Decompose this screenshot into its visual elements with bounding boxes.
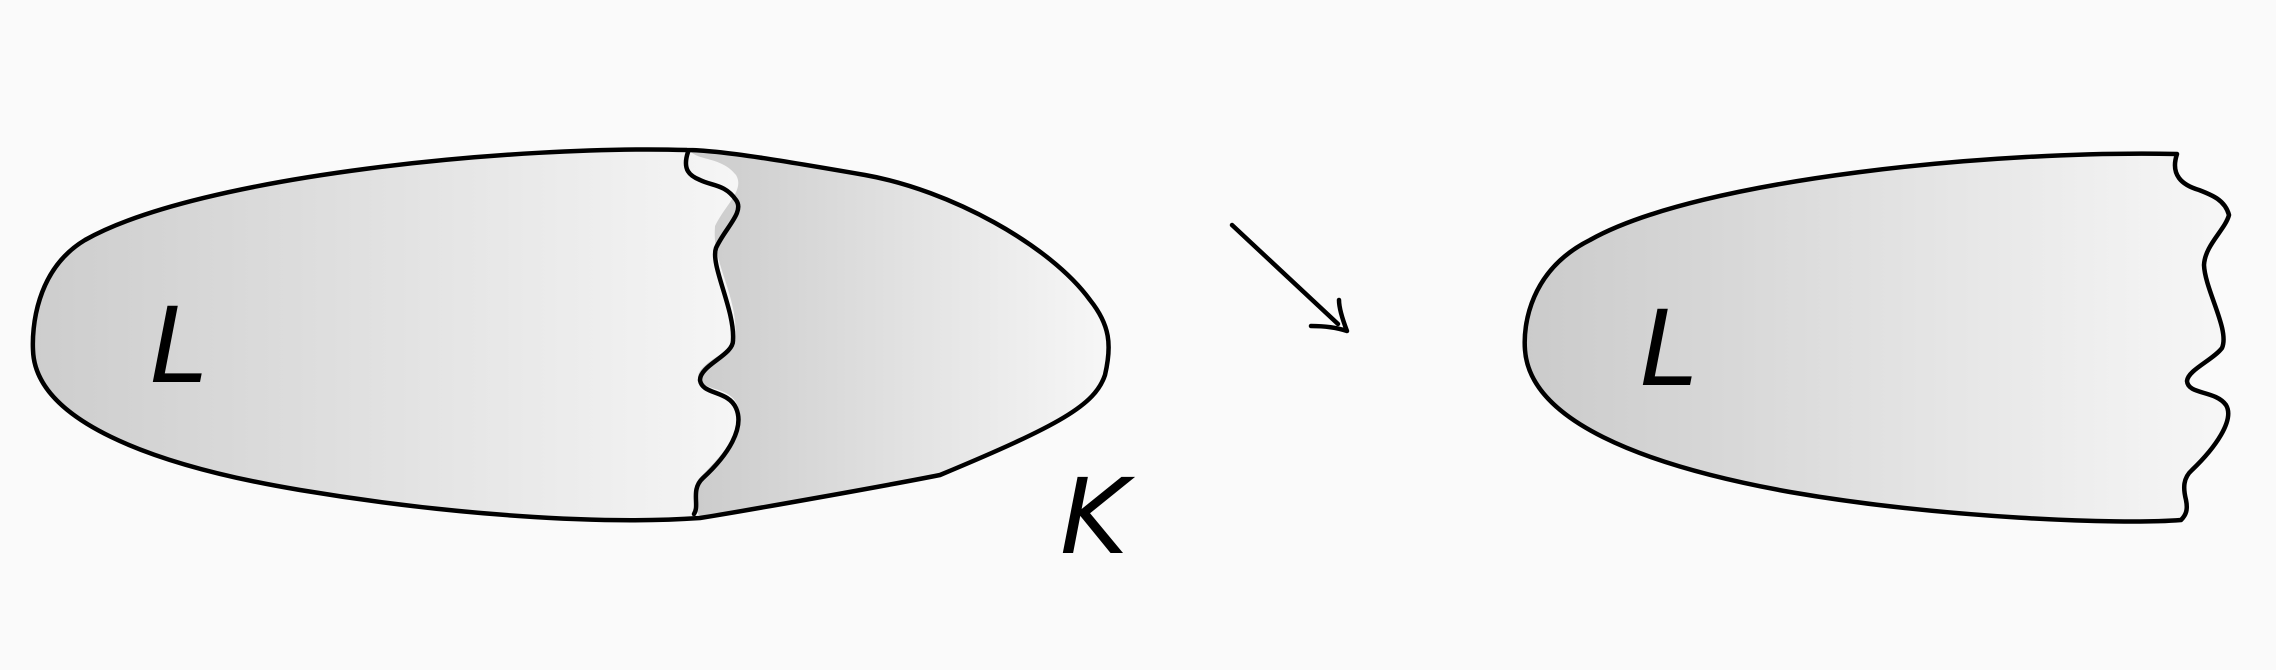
- region-l-right-outline: [1522, 151, 2232, 524]
- label-l-left: L: [150, 285, 208, 407]
- arrow-shaft: [1229, 222, 1341, 327]
- region-l-left: [32, 148, 740, 521]
- label-l-right: L: [1640, 288, 1698, 410]
- region-k: [688, 148, 1109, 518]
- label-k: K: [1060, 456, 1136, 578]
- outer-outline: [30, 147, 1111, 523]
- arrow: [1229, 222, 1350, 334]
- cut-line: [683, 149, 741, 517]
- region-l-right: [1524, 153, 2229, 522]
- right-figure: [1522, 151, 2232, 524]
- arrow-head: [1308, 297, 1350, 334]
- left-figure: [30, 147, 1111, 523]
